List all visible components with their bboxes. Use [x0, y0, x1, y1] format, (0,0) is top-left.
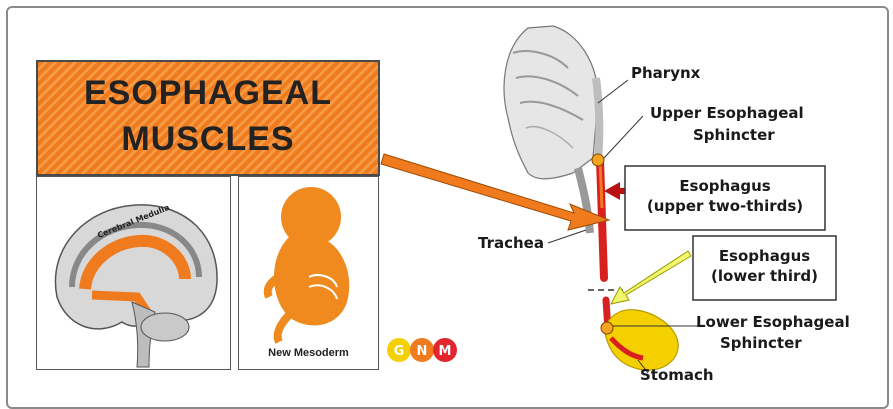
- label-ues-line2: Sphincter: [693, 126, 775, 144]
- label-pharynx: Pharynx: [631, 64, 700, 82]
- pointer-arrow-yellow: [611, 251, 691, 304]
- label-esophagus-upper-line1: Esophagus: [625, 176, 825, 196]
- label-les-line1: Lower Esophageal: [696, 313, 850, 331]
- esophagus-upper-box: Esophagus (upper two-thirds): [625, 166, 825, 230]
- slide-frame: ESOPHAGEAL MUSCLES Cerebral Medulla New …: [6, 6, 889, 409]
- label-trachea: Trachea: [478, 234, 544, 252]
- label-esophagus-lower-line2: (lower third): [693, 266, 836, 286]
- label-esophagus-upper-line2: (upper two-thirds): [625, 196, 825, 216]
- label-esophagus-lower-line1: Esophagus: [693, 246, 836, 266]
- label-stomach: Stomach: [640, 366, 714, 384]
- esophagus-lower-box: Esophagus (lower third): [693, 236, 836, 300]
- label-ues-line1: Upper Esophageal: [650, 104, 804, 122]
- label-les-line2: Sphincter: [720, 334, 802, 352]
